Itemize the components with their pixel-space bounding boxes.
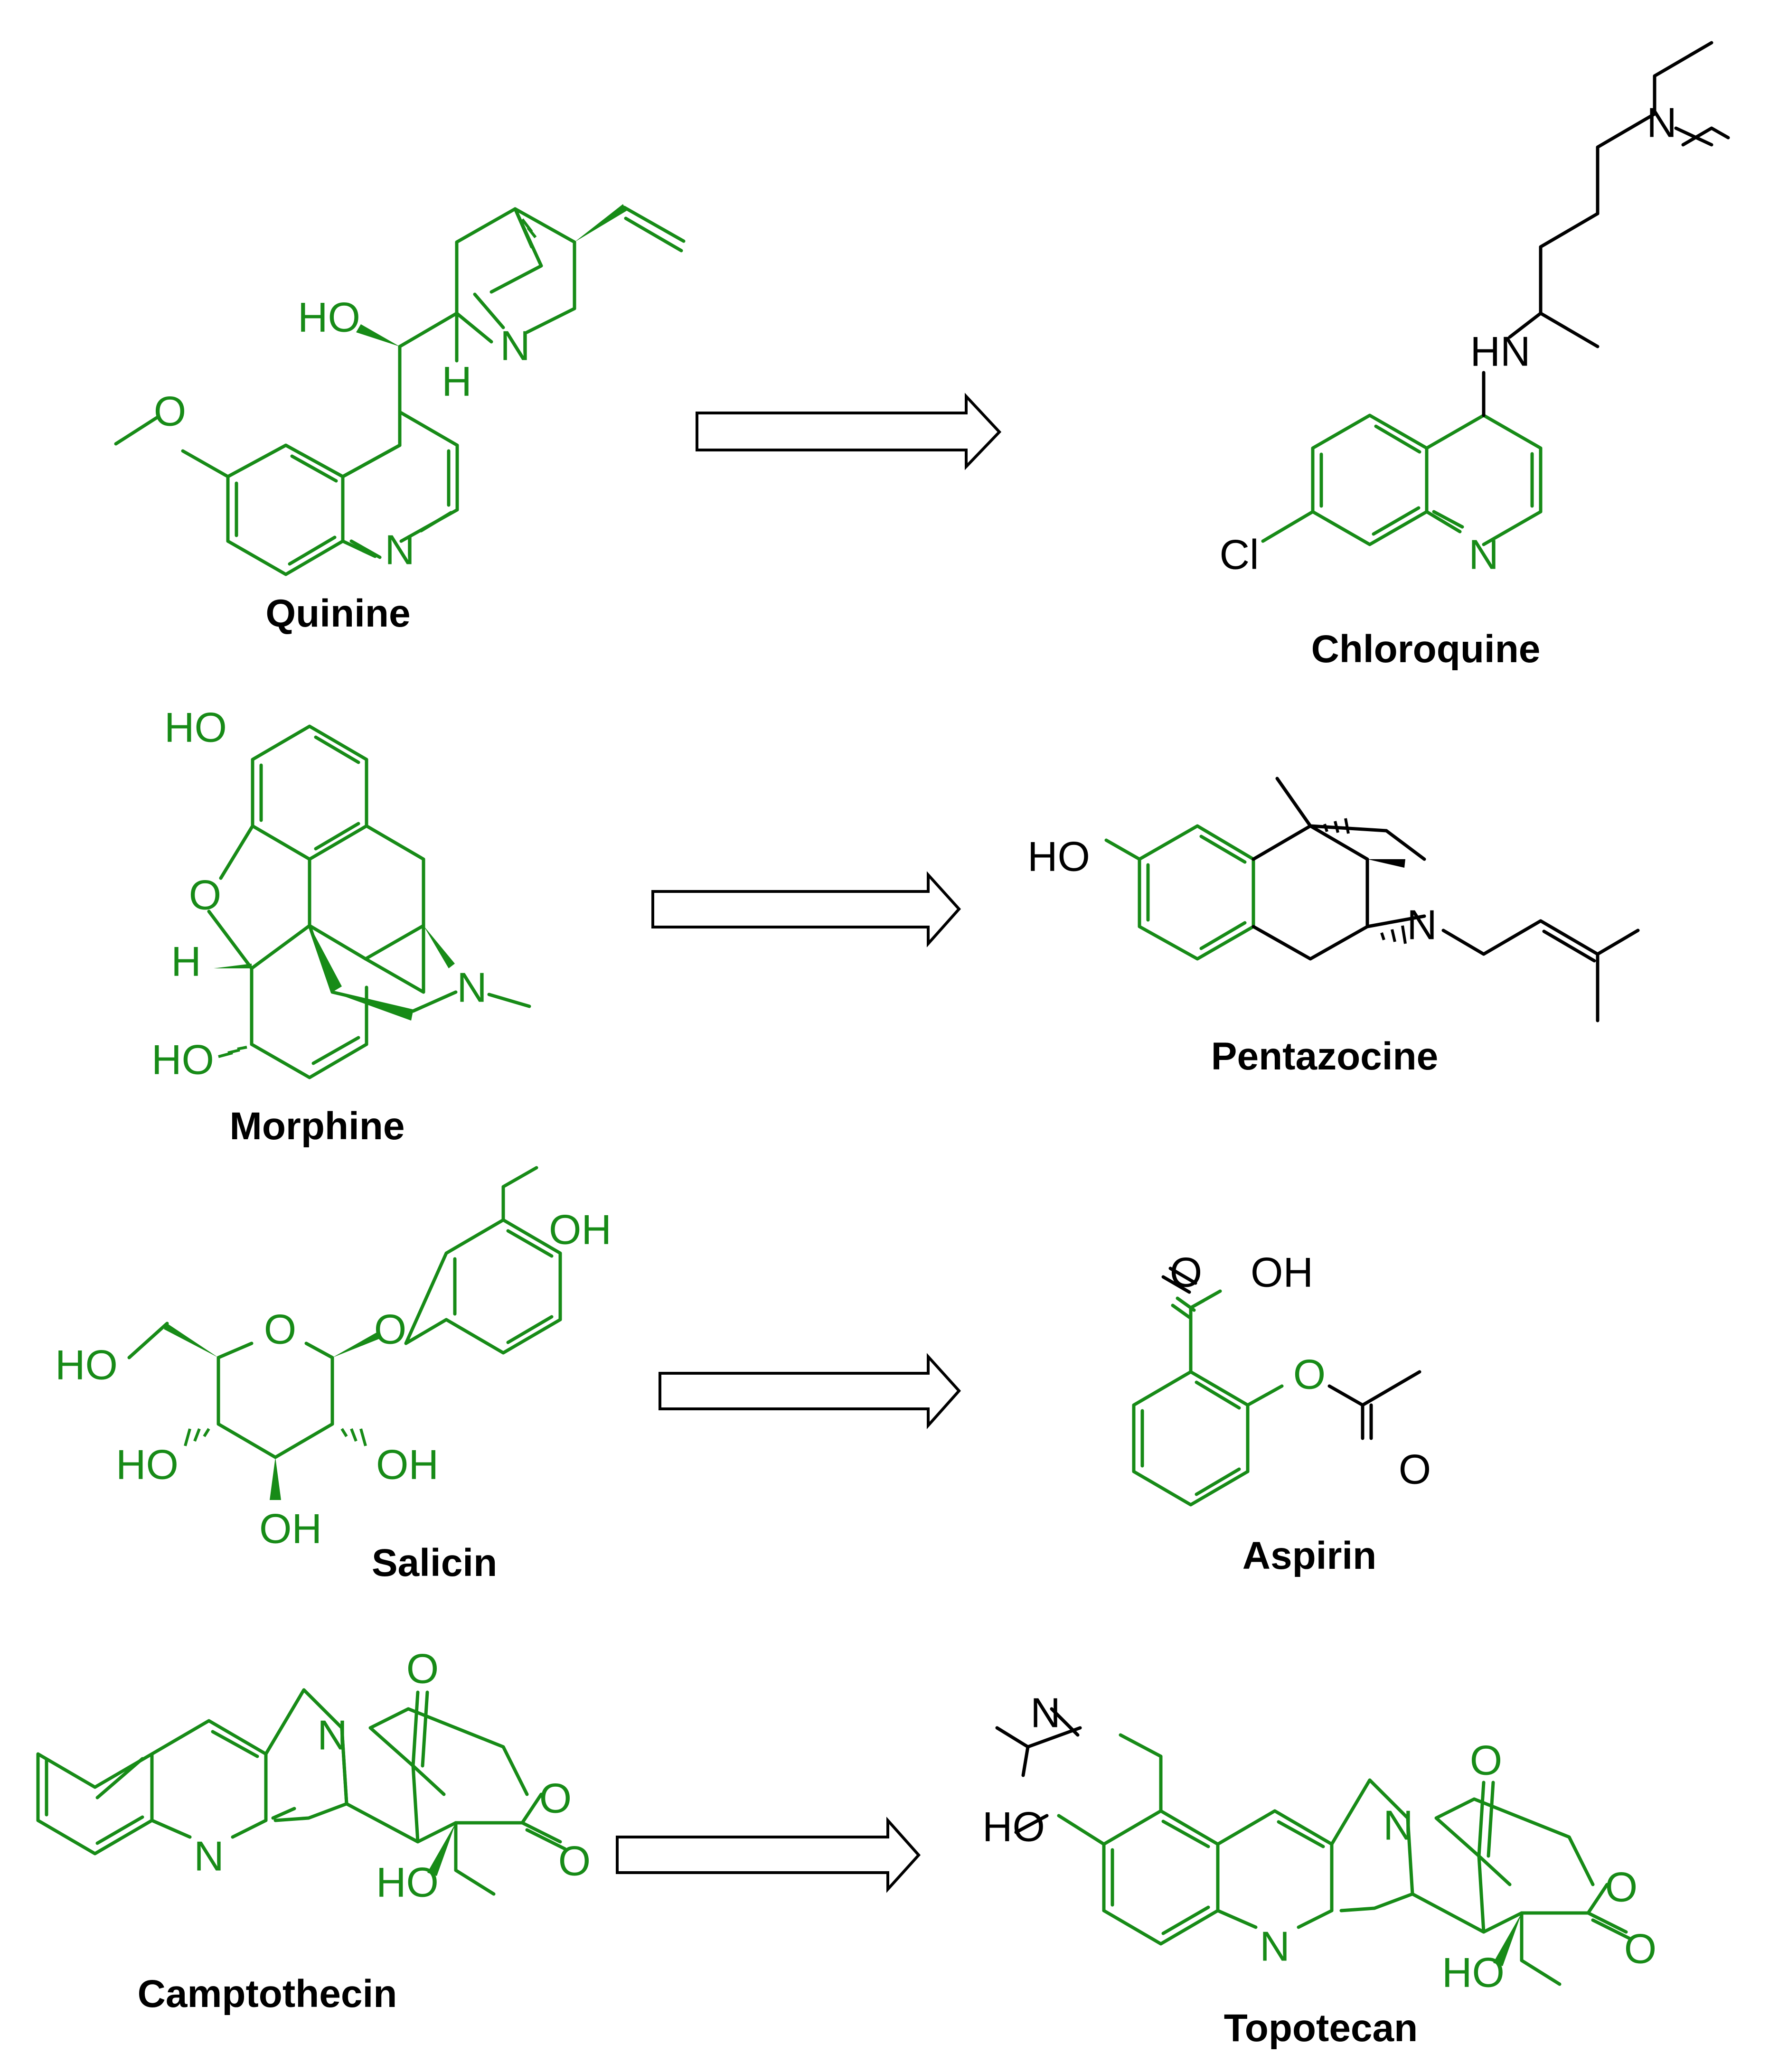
pentazocine-structure <box>1104 777 1640 1022</box>
chloroquine-quinoline-n-label: N <box>1468 531 1499 578</box>
salicin-glycosidic-o-label: O <box>374 1306 406 1353</box>
quinine-hydroxyl-label: HO <box>298 294 360 341</box>
chloroquine-chlorine-label: Cl <box>1219 531 1259 578</box>
topotecan-ho-label: HO <box>1442 1949 1505 1996</box>
morphine-name: Morphine <box>230 1105 405 1148</box>
salicin-structure <box>127 1166 562 1500</box>
quinine-structure <box>114 204 686 576</box>
quinine-name: Quinine <box>265 592 410 635</box>
aspirin-acetyl-o-label: O <box>1399 1446 1431 1493</box>
topotecan-name: Topotecan <box>1224 2006 1418 2050</box>
camptothecin-structure <box>36 1688 567 1896</box>
quinine-quinuclidine-n-label: N <box>500 322 530 369</box>
topotecan-ring-o-label: O <box>1605 1864 1637 1911</box>
chloroquine-name: Chloroquine <box>1311 628 1541 671</box>
aspirin-acid-oh-label: OH <box>1251 1249 1313 1296</box>
aspirin-ester-o-label: O <box>1293 1351 1326 1398</box>
camptothecin-n-label: N <box>317 1712 348 1759</box>
transform-arrow-1 <box>696 393 1002 470</box>
topotecan-n-label: N <box>1383 1802 1413 1849</box>
aspirin-carbonyl-o-label: O <box>1170 1249 1202 1296</box>
morphine-h-label: H <box>171 938 201 985</box>
camptothecin-ho-label: HO <box>376 1859 439 1906</box>
morphine-structure <box>207 724 531 1079</box>
pentazocine-ho-label: HO <box>1027 833 1090 880</box>
chloroquine-tertiary-n-label: N <box>1647 99 1677 146</box>
quinine-quinoline-n-label: N <box>385 526 415 573</box>
topotecan-phenol-ho-label: HO <box>982 1803 1045 1850</box>
salicin-oh-right-label: OH <box>376 1441 439 1488</box>
salicin-primary-ho-label: HO <box>55 1341 118 1388</box>
morphine-alcohol-ho-label: HO <box>151 1036 214 1083</box>
chloroquine-structure <box>1261 41 1730 546</box>
topotecan-lactam-o-label: O <box>1470 1737 1502 1784</box>
transform-arrow-4 <box>616 1817 921 1893</box>
transform-arrow-2 <box>651 871 961 947</box>
salicin-benzylic-oh-label: OH <box>549 1206 612 1253</box>
camptothecin-quinoline-n-label: N <box>194 1833 224 1880</box>
topotecan-carbonyl-o-label: O <box>1624 1925 1656 1972</box>
salicin-ho-left-label: HO <box>116 1441 179 1488</box>
salicin-oh-bottom-label: OH <box>259 1505 322 1552</box>
topotecan-quinoline-n-label: N <box>1260 1923 1290 1970</box>
camptothecin-lactam-o-label: O <box>406 1645 439 1692</box>
transform-arrow-3 <box>659 1353 961 1429</box>
camptothecin-name: Camptothecin <box>138 1972 397 2016</box>
pentazocine-n-label: N <box>1407 901 1437 948</box>
camptothecin-ring-o-label: O <box>539 1775 572 1822</box>
pentazocine-name: Pentazocine <box>1211 1035 1438 1078</box>
morphine-n-label: N <box>457 964 487 1011</box>
topotecan-structure <box>995 1707 1633 1986</box>
salicin-name: Salicin <box>372 1541 497 1584</box>
quinine-methoxy-o-label: O <box>154 388 186 435</box>
salicin-ring-o-label: O <box>264 1306 296 1353</box>
morphine-ether-o-label: O <box>189 872 221 919</box>
aspirin-name: Aspirin <box>1242 1534 1376 1577</box>
chloroquine-amine-nh-label: HN <box>1470 328 1530 375</box>
camptothecin-carbonyl-o-label: O <box>558 1838 591 1884</box>
aspirin-structure <box>1132 1266 1421 1507</box>
quinine-h-label: H <box>442 358 472 405</box>
topotecan-dimethylamino-n-label: N <box>1030 1689 1061 1736</box>
morphine-phenol-ho-label: HO <box>164 704 227 751</box>
